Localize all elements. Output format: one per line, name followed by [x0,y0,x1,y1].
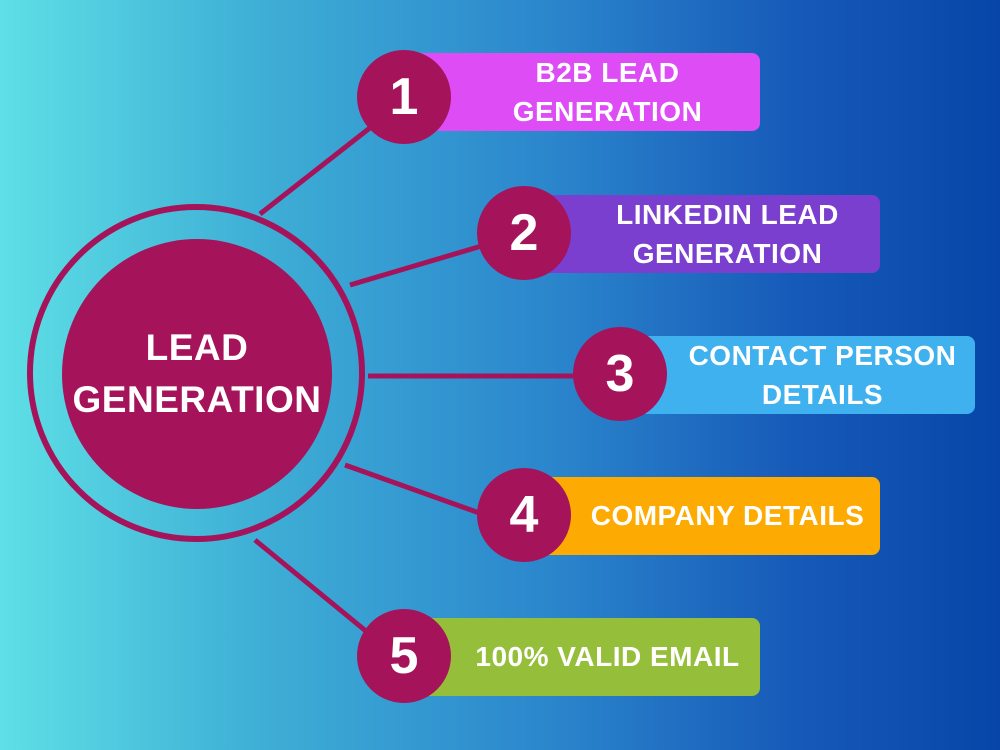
item-1-pill: B2B LEAD GENERATION [410,53,760,131]
item-2-label: LINKEDIN LEAD GENERATION [616,198,839,269]
hub-title: LEAD GENERATION [72,327,322,420]
item-4-number: 4 [509,486,539,544]
item-4-label: COMPANY DETAILS [590,500,865,532]
connector-line-4 [344,462,486,518]
item-2-pill: LINKEDIN LEAD GENERATION [530,195,880,273]
hub-circle: LEAD GENERATION [62,239,332,509]
item-3-number: 3 [605,345,635,403]
item-5-number: 5 [389,627,419,685]
item-5-pill: 100% VALID EMAIL [410,618,760,696]
item-3-label: CONTACT PERSON DETAILS [688,339,957,410]
connector-line-5 [253,538,374,638]
item-4-badge: 4 [477,468,571,562]
connector-line-2 [349,242,486,288]
item-4-pill: COMPANY DETAILS [530,477,880,555]
item-1-badge: 1 [357,50,451,144]
item-1-number: 1 [389,68,419,126]
item-1-label: B2B LEAD GENERATION [512,56,703,127]
item-5-label: 100% VALID EMAIL [475,641,740,673]
item-2-badge: 2 [477,186,571,280]
item-3-badge: 3 [573,327,667,421]
hub-ring [27,204,365,542]
item-3-pill: CONTACT PERSON DETAILS [625,336,975,414]
connector-line-1 [258,118,382,216]
item-5-badge: 5 [357,609,451,703]
item-2-number: 2 [509,204,539,262]
